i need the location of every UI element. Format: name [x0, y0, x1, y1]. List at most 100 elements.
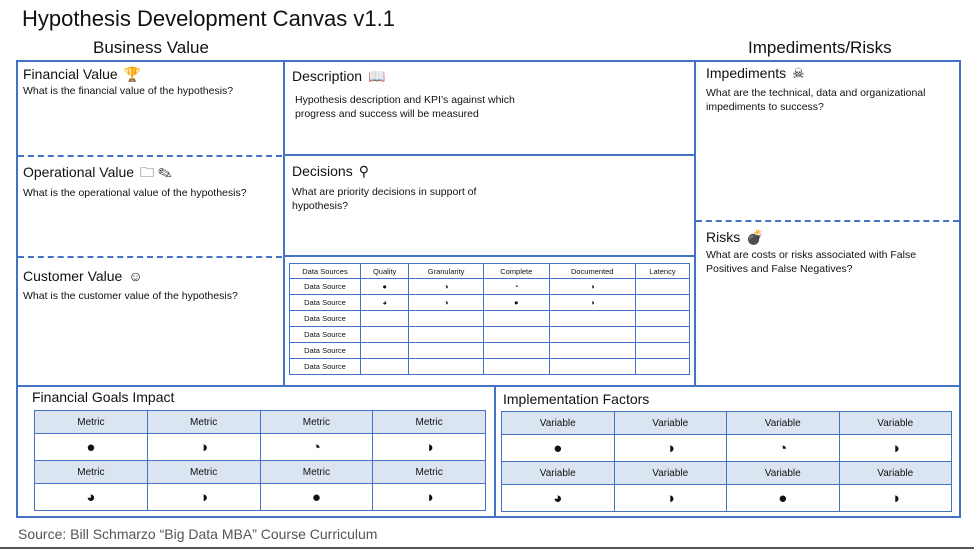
table-header: Complete	[482, 263, 550, 279]
variable-label: Variable	[726, 461, 840, 485]
divider-decisions	[284, 255, 694, 257]
harvey-ball-icon: ●	[501, 434, 615, 462]
table-header-row: Data Sources Quality Granularity Complet…	[289, 263, 691, 279]
harvey-ball-icon: ◑	[838, 434, 952, 462]
metric-label: Metric	[146, 410, 261, 434]
operational-value-title: Operational Value	[23, 164, 135, 180]
divider-right	[694, 61, 696, 386]
operational-value-section: Operational Value🗀 ✎ What is the operati…	[23, 162, 247, 200]
table-cell	[482, 310, 550, 327]
harvey-ball-icon: ◑	[613, 484, 727, 512]
table-cell	[548, 342, 636, 359]
table-cell	[634, 310, 691, 327]
financial-value-title: Financial Value	[23, 66, 118, 82]
table-row: Data Source ● ◑ ◔ ◑	[289, 278, 691, 295]
impediments-text-2: impediments to success?	[706, 101, 824, 113]
table-cell	[408, 310, 484, 327]
impediments-risks-header: Impediments/Risks	[748, 38, 892, 57]
divider-left	[283, 61, 285, 386]
harvey-ball-icon: ◑	[838, 484, 952, 512]
variable-label: Variable	[838, 461, 952, 485]
table-row: ◕ ◑ ● ◑	[34, 483, 486, 511]
table-cell: Data Source	[289, 278, 361, 295]
table-cell: ◑	[548, 294, 636, 311]
table-cell	[359, 342, 410, 359]
table-cell: Data Source	[289, 326, 361, 343]
table-cell: ◑	[408, 278, 484, 295]
variable-label: Variable	[501, 411, 615, 435]
harvey-ball-icon: ●	[259, 483, 374, 511]
table-cell	[548, 326, 636, 343]
financial-value-section: Financial Value🏆 What is the financial v…	[23, 66, 233, 98]
divider-goals	[494, 386, 496, 517]
table-header: Latency	[634, 263, 691, 279]
bottom-rule	[0, 547, 974, 549]
table-cell	[548, 310, 636, 327]
book-icon: 📖	[368, 68, 386, 84]
skull-icon: ☠	[792, 65, 805, 81]
table-row: Data Source	[289, 358, 691, 375]
variable-label: Variable	[838, 411, 952, 435]
table-cell: Data Source	[289, 294, 361, 311]
metric-label: Metric	[372, 460, 486, 484]
variable-label: Variable	[613, 411, 727, 435]
customer-value-question: What is the customer value of the hypoth…	[23, 290, 238, 302]
variable-label: Variable	[501, 461, 615, 485]
harvey-ball-icon: ◑	[372, 483, 486, 511]
dash-impediments	[696, 220, 959, 222]
table-cell: ●	[482, 294, 550, 311]
table-cell	[634, 294, 691, 311]
table-row: Data Source	[289, 342, 691, 359]
source-credit: Source: Bill Schmarzo “Big Data MBA” Cou…	[18, 526, 378, 542]
table-cell	[634, 326, 691, 343]
table-cell: ◑	[408, 294, 484, 311]
impediments-title: Impediments	[706, 65, 787, 81]
risks-title: Risks	[706, 229, 741, 245]
dash-financial	[18, 155, 282, 157]
customer-value-title: Customer Value	[23, 268, 123, 284]
risks-text-1: What are costs or risks associated with …	[706, 249, 917, 261]
description-text-2: progress and success will be measured	[295, 108, 479, 120]
table-cell: Data Source	[289, 310, 361, 327]
table-row: ● ◑ ◔ ◑	[34, 433, 486, 461]
table-cell	[359, 326, 410, 343]
table-cell	[634, 278, 691, 295]
table-cell	[408, 358, 484, 375]
harvey-ball-icon: ◕	[34, 483, 148, 511]
data-sources-table: Data Sources Quality Granularity Complet…	[289, 263, 691, 375]
harvey-ball-icon: ◔	[726, 434, 840, 462]
risks-section: Risks💣 What are costs or risks associate…	[706, 229, 916, 276]
implementation-factors-title: Implementation Factors	[503, 391, 650, 407]
decisions-section: Decisions⚲ What are priority decisions i…	[292, 163, 476, 213]
smiley-icon: ☺	[128, 268, 143, 284]
table-row: ● ◑ ◔ ◑	[501, 434, 952, 462]
financial-goals-title: Financial Goals Impact	[32, 389, 175, 405]
description-section: Description 📖 Hypothesis description and …	[292, 68, 515, 121]
financial-goals-table: Metric Metric Metric Metric ● ◑ ◔ ◑ Metr…	[34, 410, 486, 511]
metric-label: Metric	[372, 410, 486, 434]
impediments-section: Impediments☠ What are the technical, dat…	[706, 65, 925, 114]
description-text-1: Hypothesis description and KPI’s against…	[295, 94, 515, 106]
table-cell: ●	[359, 278, 410, 295]
table-cell: ◑	[548, 278, 636, 295]
decisions-text-1: What are priority decisions in support o…	[292, 186, 477, 198]
variable-label: Variable	[613, 461, 727, 485]
table-header: Documented	[548, 263, 636, 279]
table-row: ◕ ◑ ● ◑	[501, 484, 952, 512]
canvas-frame	[16, 60, 961, 518]
harvey-ball-icon: ◔	[259, 433, 374, 461]
harvey-ball-icon: ◑	[372, 433, 486, 461]
table-header: Quality	[359, 263, 410, 279]
table-cell	[482, 326, 550, 343]
table-header: Data Sources	[289, 263, 361, 279]
decisions-title: Decisions	[292, 163, 353, 179]
decisions-text-2: hypothesis?	[292, 200, 349, 212]
table-row: Variable Variable Variable Variable	[501, 411, 952, 435]
description-title: Description	[292, 68, 363, 84]
divider-description	[284, 154, 694, 156]
table-cell	[482, 358, 550, 375]
operational-value-question: What is the operational value of the hyp…	[23, 187, 247, 199]
financial-value-question: What is the financial value of the hypot…	[23, 85, 234, 97]
table-header: Granularity	[408, 263, 484, 279]
metric-label: Metric	[259, 410, 374, 434]
